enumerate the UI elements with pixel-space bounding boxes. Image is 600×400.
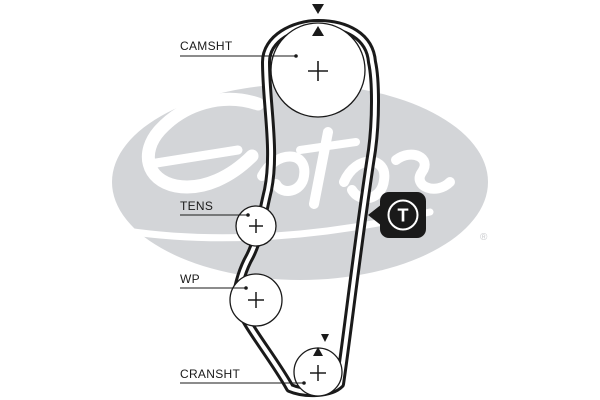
camshaft-label: CAMSHT [180,39,233,53]
triangle-timing-mark-icon [321,334,329,342]
tensioner-arrow-badge-icon: T [368,192,426,238]
tensioner-leader-dot [246,213,250,217]
label-leaders [180,54,306,385]
camshaft-leader-dot [294,54,298,58]
crosshair-icon [310,365,326,381]
crankshaft-leader-dot [302,381,306,385]
tensioner-pulley [235,205,277,247]
water-pump-label: WP [180,272,200,286]
crankshaft-label: CRANSHT [180,367,240,381]
crosshair-icon [308,61,328,81]
belt-inner-edge [234,22,377,395]
camshaft-pulley [270,4,366,118]
registered-mark: ® [480,232,488,243]
timing-belt [231,19,380,398]
tensioner-badge-letter: T [398,206,409,226]
triangle-timing-mark-icon [313,347,323,356]
logo-script-lettering [116,92,455,242]
triangle-timing-mark-icon [312,4,324,14]
crosshair-icon [249,219,263,233]
tensioner-label: TENS [180,199,213,213]
crankshaft-pulley [293,334,343,397]
triangle-timing-mark-icon [312,26,324,36]
water-pump-pulley [229,273,283,327]
water-pump-leader-dot [244,286,248,290]
crosshair-icon [248,292,264,308]
